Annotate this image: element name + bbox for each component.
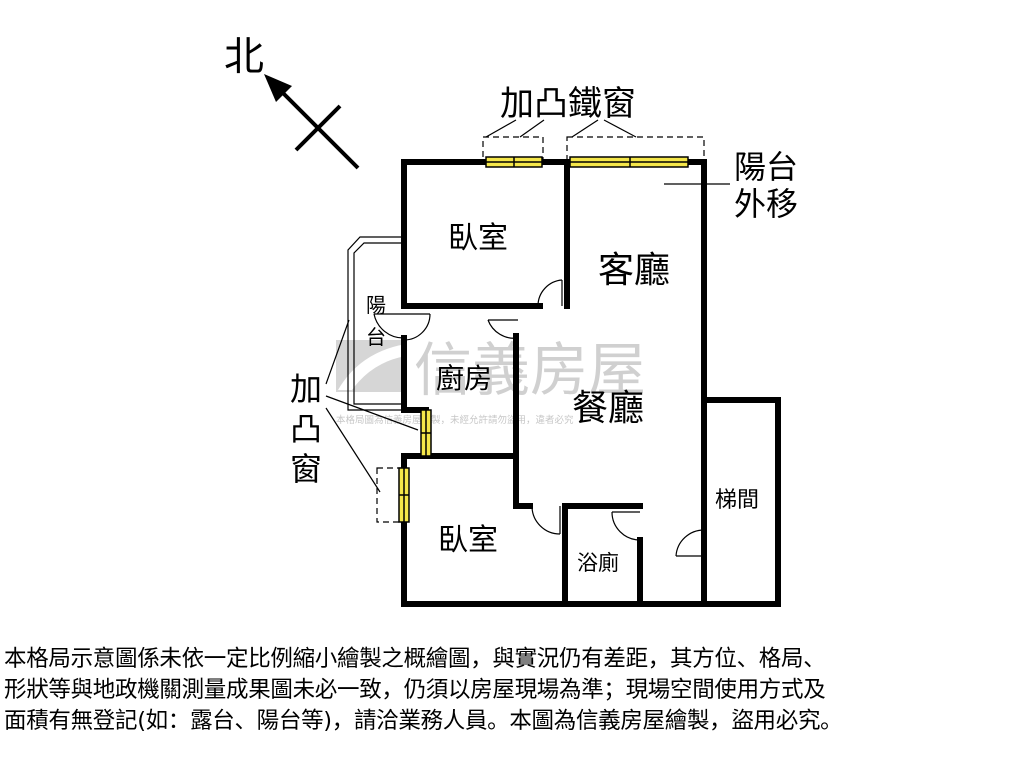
balcony-moved-line2: 外移 (734, 185, 798, 223)
window-kitchen-left (420, 409, 432, 457)
compass-label: 北 (224, 34, 264, 80)
room-balcony-char-1: 陽 (366, 293, 386, 317)
room-bathroom: 浴廁 (577, 551, 619, 575)
door-bedroom-bottom (531, 505, 561, 535)
bay-window-char-3: 窗 (290, 450, 322, 488)
walls (401, 159, 781, 607)
north-arrow-icon (264, 74, 360, 170)
bay-window-char-2: 凸 (290, 410, 322, 448)
door-stairwell (675, 529, 705, 557)
watermark-brand: 信義房屋 (414, 336, 646, 404)
left-balcony-outline (347, 236, 402, 411)
bay-iron-window-label: 加凸鐵窗 (500, 84, 636, 124)
room-dining: 餐廳 (572, 388, 644, 429)
door-bathroom (611, 511, 641, 541)
doors (373, 279, 705, 557)
bay-window-char-1: 加 (290, 370, 322, 408)
door-kitchen (487, 319, 519, 339)
room-kitchen: 廚房 (436, 362, 492, 395)
door-bedroom-top (536, 279, 563, 307)
room-living: 客廳 (598, 250, 670, 291)
balcony-moved-line1: 陽台 (734, 148, 798, 186)
window-bedroom-bottom-left (398, 467, 410, 523)
floor-plan: 信義房屋 本格局圖為信義房屋繪製，未經允許請勿盜用，違者必究 北 加凸鐵窗 陽台… (224, 34, 798, 607)
balcony-moved-callout: 陽台 外移 (664, 148, 798, 223)
door-balcony (373, 313, 431, 341)
watermark-caption: 本格局圖為信義房屋繪製，未經允許請勿盜用，違者必究 (336, 414, 574, 426)
bay-window-callout: 加 凸 窗 (290, 319, 419, 523)
disclaimer-text: 本格局示意圖係未依一定比例縮小繪製之概繪圖，與實況仍有差距，其方位、格局、 形狀… (4, 646, 843, 734)
windows (398, 156, 689, 523)
compass: 北 (224, 34, 360, 170)
room-bedroom-bottom: 臥室 (438, 523, 498, 558)
room-labels: 臥室 客廳 陽 台 廚房 餐廳 梯間 臥室 浴廁 (366, 221, 759, 575)
room-bedroom-top: 臥室 (448, 221, 508, 256)
bay-iron-window-callout: 加凸鐵窗 (482, 84, 705, 163)
window-living-top (569, 156, 689, 168)
window-bedroom-top (485, 156, 543, 168)
room-stairwell: 梯間 (715, 488, 759, 513)
room-balcony-char-2: 台 (366, 325, 386, 349)
